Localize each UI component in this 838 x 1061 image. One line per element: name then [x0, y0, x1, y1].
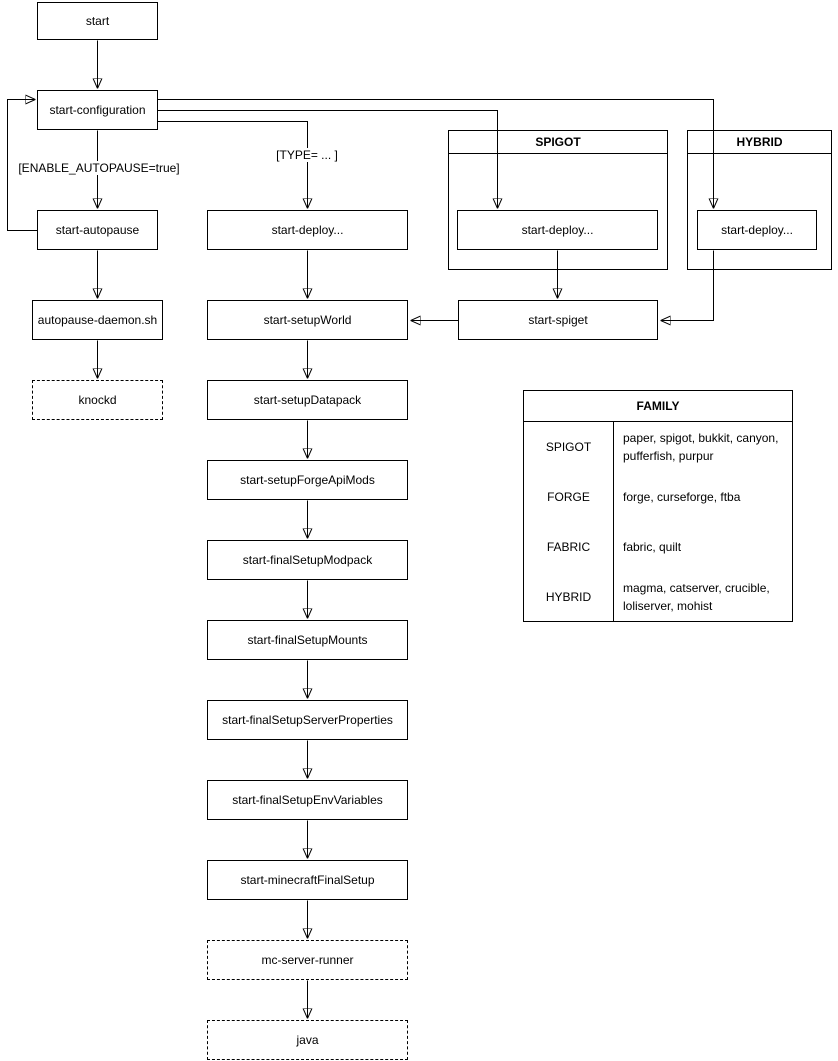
edge-start-configuration-to-start-deploy-hybrid [158, 99, 714, 209]
node-start-finalsetupmodpack: start-finalSetupModpack [207, 540, 408, 580]
node-start-autopause: start-autopause [37, 210, 158, 250]
node-start-deploy-spigot: start-deploy... [457, 210, 658, 250]
node-mc-server-runner: mc-server-runner [207, 940, 408, 980]
node-start-configuration: start-configuration [37, 90, 158, 130]
family-table-body: SPIGOT paper, spigot, bukkit, canyon, pu… [524, 422, 792, 622]
node-start-setupforgeapimods: start-setupForgeApiMods [207, 460, 408, 500]
node-start-spiget: start-spiget [458, 300, 658, 340]
family-row-forge-label: FORGE [524, 472, 614, 522]
node-start-finalsetupserverproperties: start-finalSetupServerProperties [207, 700, 408, 740]
node-start-deploy-type: start-deploy... [207, 210, 408, 250]
edge-start-autopause-to-start-configuration-loop [7, 100, 37, 231]
node-start: start [37, 2, 158, 40]
node-java: java [207, 1020, 408, 1060]
node-start-setupdatapack: start-setupDatapack [207, 380, 408, 420]
edge-start-configuration-to-start-deploy-type [158, 121, 308, 209]
family-row-hybrid-members: magma, catserver, crucible, loliserver, … [623, 581, 770, 613]
family-row-forge-members: forge, curseforge, ftba [623, 490, 741, 504]
edge-label-type: [TYPE= ... ] [275, 148, 339, 162]
node-start-deploy-hybrid: start-deploy... [697, 210, 817, 250]
group-hybrid-title: HYBRID [688, 131, 831, 154]
node-start-finalsetupenvvariables: start-finalSetupEnvVariables [207, 780, 408, 820]
node-autopause-daemon: autopause-daemon.sh [32, 300, 163, 340]
family-row-fabric-members: fabric, quilt [623, 540, 682, 554]
node-start-finalsetupmounts: start-finalSetupMounts [207, 620, 408, 660]
edge-start-deploy-hybrid-to-start-spiget [660, 250, 714, 321]
group-hybrid: HYBRID [687, 130, 832, 270]
node-knockd: knockd [32, 380, 163, 420]
family-row-spigot-label: SPIGOT [524, 422, 614, 472]
group-spigot-title: SPIGOT [449, 131, 667, 154]
edge-label-enable-autopause: [ENABLE_AUTOPAUSE=true] [17, 161, 181, 175]
family-row-spigot-members: paper, spigot, bukkit, canyon, pufferfis… [623, 431, 779, 463]
family-table-title: FAMILY [524, 391, 792, 422]
family-table: FAMILY SPIGOT paper, spigot, bukkit, can… [523, 390, 793, 622]
node-start-setupworld: start-setupWorld [207, 300, 408, 340]
family-row-hybrid-label: HYBRID [524, 572, 614, 622]
family-row-fabric-label: FABRIC [524, 522, 614, 572]
node-start-minecraftfinalsetup: start-minecraftFinalSetup [207, 860, 408, 900]
edge-start-configuration-to-start-deploy-spigot [158, 110, 498, 209]
group-spigot: SPIGOT [448, 130, 668, 270]
